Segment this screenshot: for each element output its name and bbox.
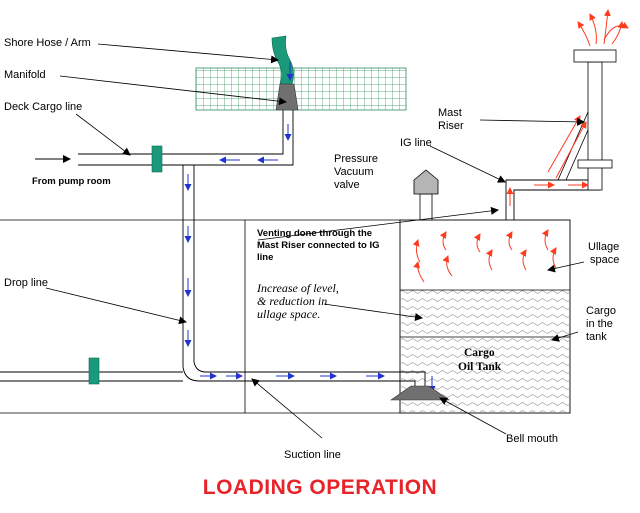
label-cargo-2: in the: [586, 318, 613, 330]
label-increase-2: & reduction in: [257, 294, 327, 308]
label-mast-riser-1: Mast: [438, 107, 462, 119]
label-pv-valve-3: valve: [334, 179, 360, 191]
label-venting-1: Venting done through the: [257, 228, 372, 239]
label-manifold: Manifold: [4, 69, 46, 81]
deck-valve[interactable]: [151, 145, 163, 173]
manifold-connector: [275, 83, 299, 111]
label-drop-line: Drop line: [4, 277, 48, 289]
flow-arrows: [184, 124, 436, 393]
manifold-grid: [195, 67, 407, 111]
label-from-pump-room: From pump room: [32, 176, 111, 187]
label-suction-line: Suction line: [284, 449, 341, 461]
label-pv-valve-1: Pressure: [334, 153, 378, 165]
label-bell-mouth: Bell mouth: [506, 433, 558, 445]
label-pv-valve-2: Vacuum: [334, 166, 374, 178]
vent-arrows-riser: [506, 9, 629, 206]
label-deck-cargo-line: Deck Cargo line: [4, 101, 82, 113]
deck-cargo-line-pipe: [0, 110, 426, 386]
leader-lines: [45, 43, 585, 439]
cargo-oil-tank: [399, 219, 571, 414]
label-venting-3: line: [257, 252, 273, 263]
mast-riser-icon: [557, 49, 617, 191]
label-ig-line: IG line: [400, 137, 432, 149]
label-ullage-2: space: [590, 254, 619, 266]
label-shore-hose: Shore Hose / Arm: [4, 37, 91, 49]
label-cargo-3: tank: [586, 331, 607, 343]
label-cargo-1: Cargo: [586, 305, 616, 317]
label-increase-1: Increase of level,: [256, 281, 339, 295]
bell-mouth-icon: [390, 385, 450, 401]
label-tank-1: Cargo: [464, 347, 495, 359]
page-title: LOADING OPERATION: [202, 476, 438, 499]
label-venting-2: Mast Riser connected to IG: [257, 240, 379, 251]
pv-valve-icon: [413, 169, 439, 221]
suction-valve[interactable]: [88, 357, 100, 385]
label-mast-riser-2: Riser: [438, 120, 464, 132]
ig-line-pipe: [505, 179, 600, 220]
label-increase-3: ullage space.: [257, 307, 320, 321]
label-ullage-1: Ullage: [588, 241, 619, 253]
label-tank-2: Oil Tank: [458, 361, 502, 373]
